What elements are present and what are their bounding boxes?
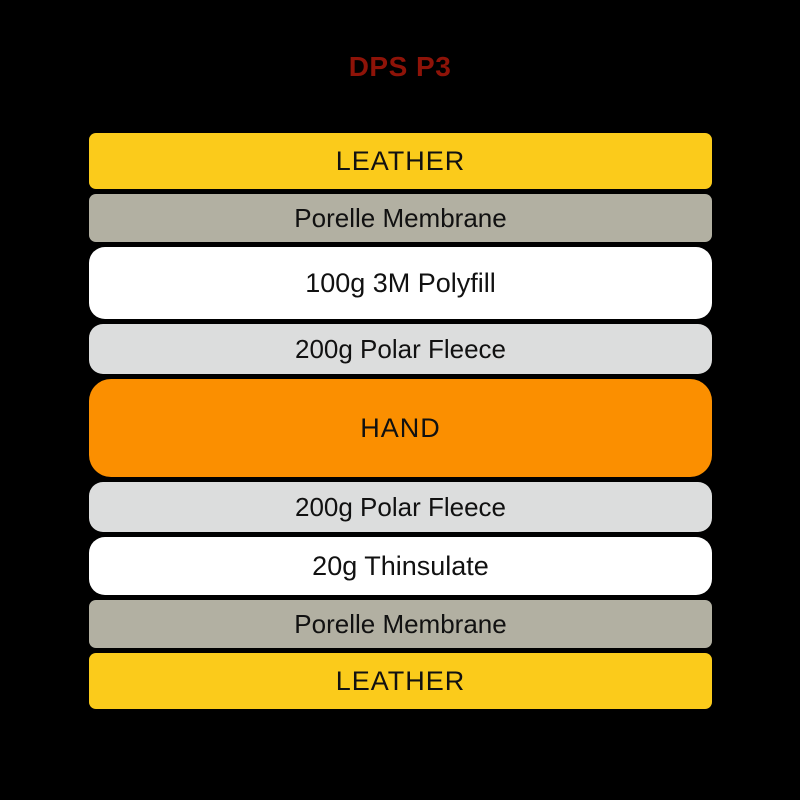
layer-bar-thinsulate[interactable]: 20g Thinsulate [89,537,712,595]
layer-label: 200g Polar Fleece [294,334,507,364]
layer-label: 20g Thinsulate [312,550,489,581]
layer-label: LEATHER [335,145,466,176]
layer-label: Porelle Membrane [294,203,507,233]
layer-bar-leather-outer[interactable]: LEATHER [89,133,712,189]
layer-bar-polyfill[interactable]: 100g 3M Polyfill [89,247,712,319]
layer-label: 200g Polar Fleece [294,492,507,522]
layer-stack: LEATHER Porelle Membrane 100g 3M Polyfil… [89,133,712,709]
page-title: DPS P3 [348,51,452,82]
layer-label: Porelle Membrane [294,609,507,639]
layer-bar-hand[interactable]: HAND [89,379,712,477]
layer-bar-porelle-membrane-outer[interactable]: Porelle Membrane [89,194,712,242]
layer-label: LEATHER [335,665,466,696]
layer-bar-porelle-membrane-inner[interactable]: Porelle Membrane [89,600,712,648]
layer-bar-polar-fleece-inner[interactable]: 200g Polar Fleece [89,482,712,532]
layer-label: 100g 3M Polyfill [305,267,496,298]
layer-bar-leather-inner[interactable]: LEATHER [89,653,712,709]
layer-bar-polar-fleece-outer[interactable]: 200g Polar Fleece [89,324,712,374]
layer-label: HAND [360,412,441,443]
